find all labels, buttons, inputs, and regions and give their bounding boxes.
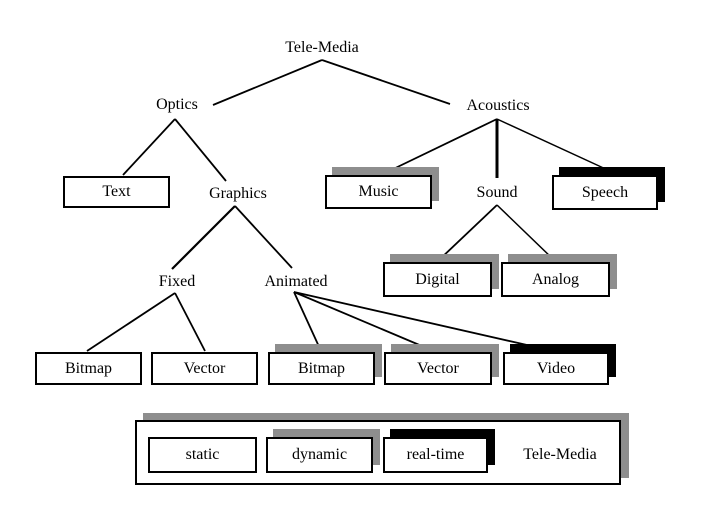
legend-title: Tele-Media	[523, 446, 597, 463]
node-label-fixed: Fixed	[158, 273, 196, 290]
node-box-fixed-vector: Vector	[151, 352, 258, 385]
node-box-digital: Digital	[383, 262, 492, 297]
legend-item-static: static	[148, 437, 257, 473]
node-label-graphics: Graphics	[209, 185, 267, 202]
node-label-sound: Sound	[476, 184, 518, 201]
node-box-music: Music	[325, 175, 432, 209]
node-label-acoustics: Acoustics	[466, 97, 530, 114]
legend-item-real-time: real-time	[383, 437, 488, 473]
node-label-optics: Optics	[156, 96, 198, 113]
node-box-text: Text	[63, 176, 170, 208]
node-box-fixed-bitmap: Bitmap	[35, 352, 142, 385]
node-label-animated: Animated	[264, 273, 328, 290]
node-box-animated-bitmap: Bitmap	[268, 352, 375, 385]
node-box-animated-vector: Vector	[384, 352, 492, 385]
node-label-tele-media-root: Tele-Media	[285, 39, 359, 56]
legend-item-dynamic: dynamic	[266, 437, 373, 473]
node-box-speech: Speech	[552, 175, 658, 210]
node-box-analog: Analog	[501, 262, 610, 297]
node-box-video: Video	[503, 352, 609, 385]
